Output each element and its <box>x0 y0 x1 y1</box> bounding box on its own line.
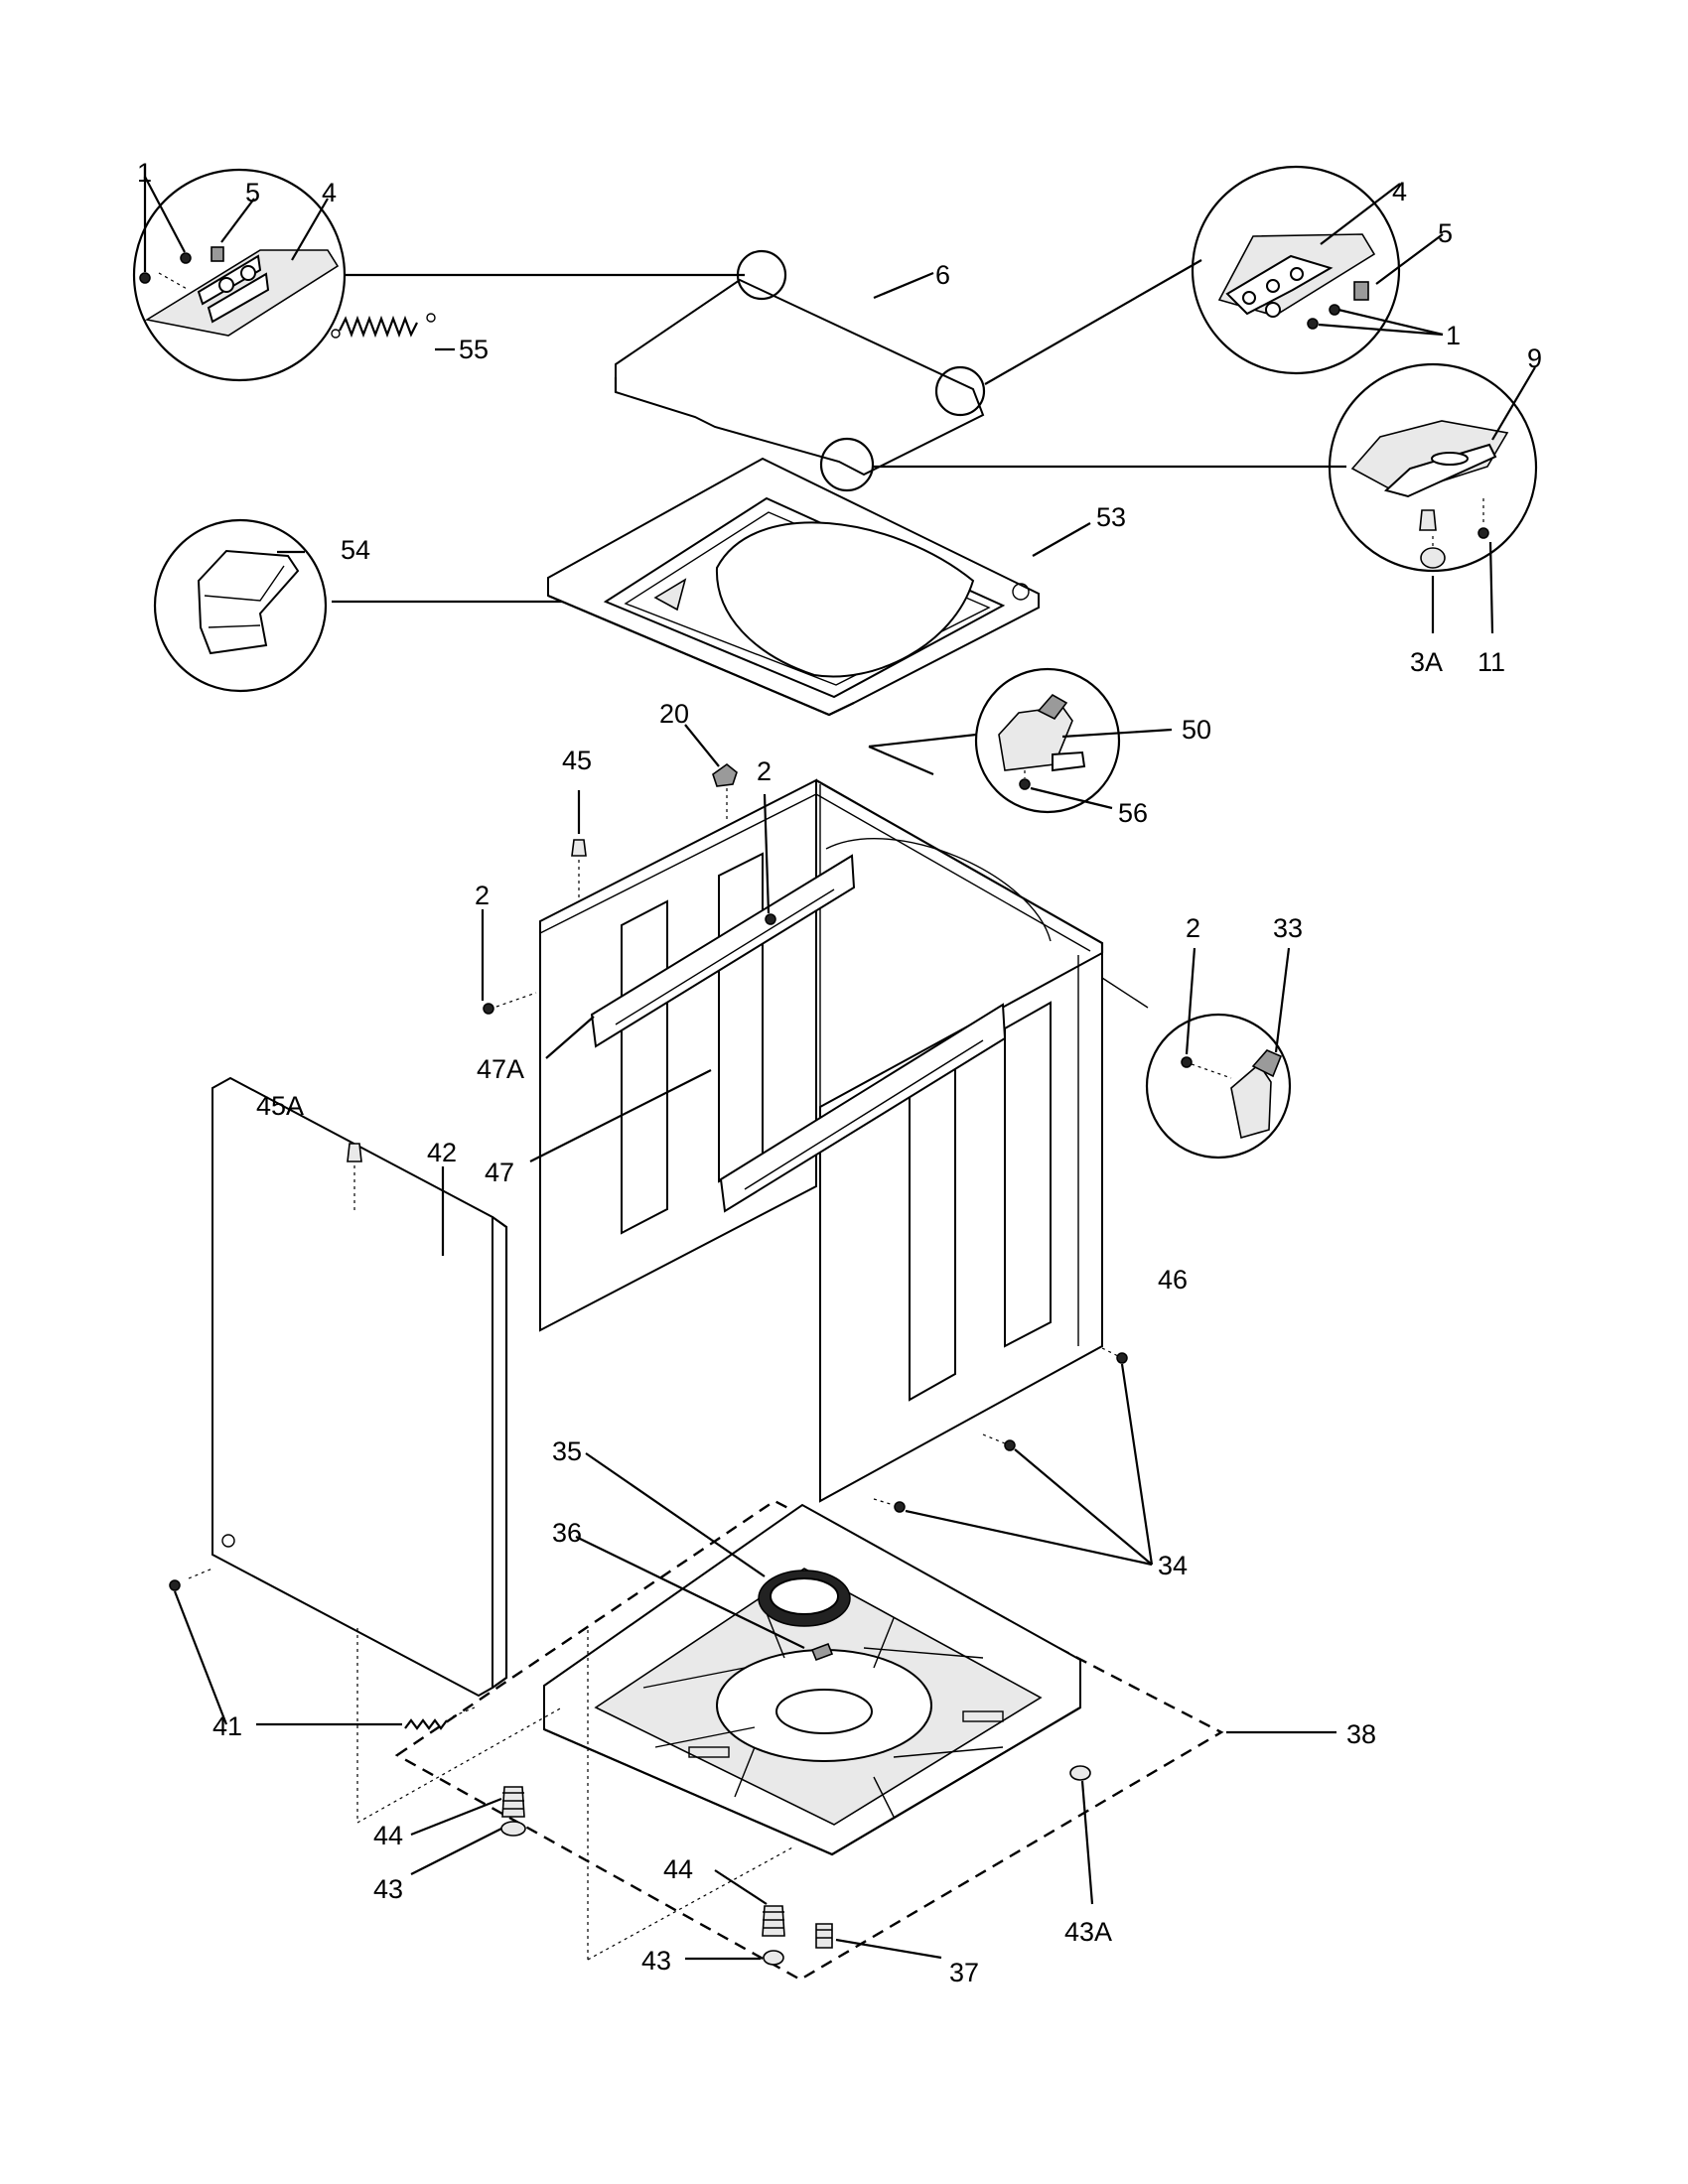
callout-37: 37 <box>949 1958 979 1987</box>
callout-50: 50 <box>1182 715 1211 745</box>
callout-55: 55 <box>459 335 489 364</box>
callout-54: 54 <box>341 535 370 565</box>
callout-41: 41 <box>212 1711 242 1741</box>
callout-46: 46 <box>1158 1265 1188 1295</box>
detail-circle-hinge-right <box>1191 165 1401 375</box>
callout-2: 2 <box>475 881 490 910</box>
callout-labels: 1 5 4 55 6 4 5 1 9 3A 11 54 53 20 50 56 … <box>137 158 1542 1987</box>
screw-set-34 <box>873 1347 1128 1513</box>
leveling-foot-left <box>500 1786 526 1837</box>
leveling-foot-right <box>762 1905 785 1966</box>
callout-33: 33 <box>1273 913 1303 943</box>
callout-9: 9 <box>1527 343 1542 373</box>
callout-56: 56 <box>1118 798 1148 828</box>
callout-42: 42 <box>427 1138 457 1167</box>
callout-4: 4 <box>1392 177 1407 206</box>
spring-part <box>331 313 436 339</box>
callout-43: 43 <box>641 1946 671 1976</box>
callout-43A: 43A <box>1064 1917 1112 1947</box>
callout-38: 38 <box>1346 1719 1376 1749</box>
lid-part <box>614 249 986 492</box>
callout-4: 4 <box>322 178 337 207</box>
clip-part <box>712 762 738 787</box>
callout-2: 2 <box>757 756 772 786</box>
front-panel-part <box>211 1076 508 1698</box>
callout-44: 44 <box>373 1821 403 1850</box>
callout-45: 45 <box>562 746 592 775</box>
callout-47A: 47A <box>477 1054 524 1084</box>
callout-11: 11 <box>1477 647 1505 677</box>
detail-circle-door-hook <box>1145 1013 1292 1160</box>
detail-circle-lid-switch <box>974 667 1121 814</box>
callout-43: 43 <box>373 1874 403 1904</box>
detail-circle-dispenser <box>153 518 328 693</box>
callout-47: 47 <box>485 1158 514 1187</box>
callout-35: 35 <box>552 1436 582 1466</box>
screw-part <box>571 839 587 857</box>
callout-36: 36 <box>552 1518 582 1548</box>
callout-2: 2 <box>1186 913 1200 943</box>
top-cover-part <box>547 457 1040 717</box>
callout-1: 1 <box>137 158 152 188</box>
callout-53: 53 <box>1096 502 1126 532</box>
callout-5: 5 <box>245 178 260 207</box>
brace-part <box>590 854 1007 1213</box>
callout-44: 44 <box>663 1854 693 1884</box>
callout-45A: 45A <box>256 1091 304 1121</box>
callout-20: 20 <box>659 699 689 729</box>
detail-circle-hinge-pivot <box>1328 362 1538 573</box>
callout-3A: 3A <box>1410 647 1443 677</box>
callout-6: 6 <box>935 260 950 290</box>
base-part <box>394 1499 1224 1981</box>
callout-1: 1 <box>1446 321 1461 350</box>
detail-circle-hinge-left <box>132 168 347 382</box>
callout-5: 5 <box>1438 218 1453 248</box>
foot-37-part <box>815 1923 833 1949</box>
callout-34: 34 <box>1158 1551 1188 1580</box>
